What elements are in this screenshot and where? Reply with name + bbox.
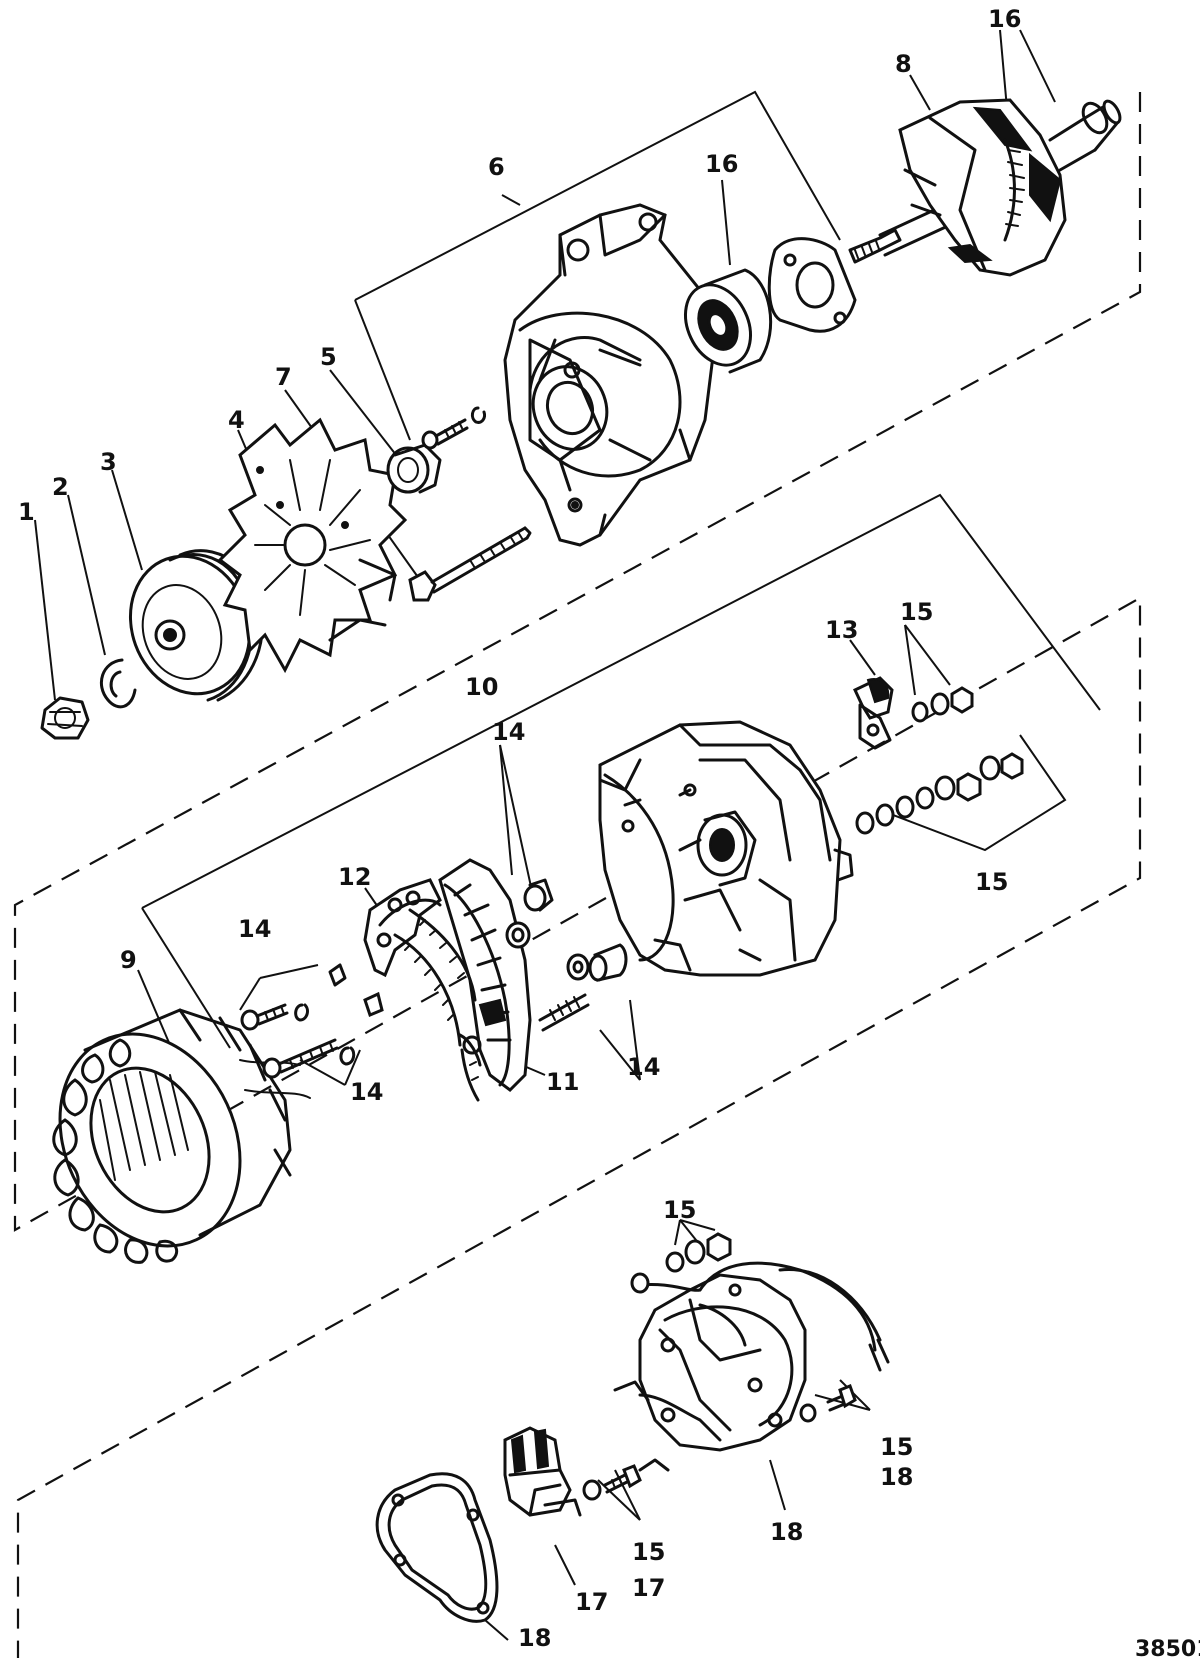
part-15-lower-hardware <box>582 1232 857 1501</box>
part-16-bearing <box>684 268 773 374</box>
part-6-drive-end-housing <box>503 203 717 547</box>
callout-2: 2 <box>52 473 69 501</box>
callout-10: 10 <box>465 673 498 701</box>
part-2-snap-ring <box>99 658 137 709</box>
callout-14a: 14 <box>492 718 525 746</box>
callout-18a: 18 <box>518 1624 551 1652</box>
callout-17b: 17 <box>632 1574 665 1602</box>
callout-14d: 14 <box>627 1053 660 1081</box>
callout-14b: 14 <box>238 915 271 943</box>
part-10-slip-ring-end-frame <box>598 720 854 977</box>
part-4-fan <box>217 417 408 674</box>
callout-1: 1 <box>18 498 35 526</box>
callout-16b: 16 <box>705 150 738 178</box>
callout-8: 8 <box>895 50 912 78</box>
part-14-washers <box>240 686 1024 1079</box>
part-7-through-bolt <box>408 526 532 602</box>
part-17-brush-holder <box>503 1426 582 1517</box>
leader-lines <box>34 29 1101 1641</box>
callout-15b: 15 <box>975 868 1008 896</box>
callout-11: 11 <box>546 1068 579 1096</box>
callout-17a: 17 <box>575 1588 608 1616</box>
part-5-spacer <box>386 443 442 494</box>
callout-15e: 15 <box>632 1538 665 1566</box>
callout-5: 5 <box>320 343 337 371</box>
callout-18c: 18 <box>880 1463 913 1491</box>
part-6-screw <box>421 406 486 450</box>
callout-16a: 16 <box>988 5 1021 33</box>
callout-14c: 14 <box>350 1078 383 1106</box>
part-12-heat-sink <box>363 878 480 1102</box>
part-13-terminal <box>853 676 894 750</box>
callout-4: 4 <box>228 406 245 434</box>
callout-13: 13 <box>825 616 858 644</box>
part-18-gasket <box>375 1472 499 1623</box>
dashed-group-boundaries <box>13 92 1142 1658</box>
callout-15d: 15 <box>880 1433 913 1461</box>
reference-number: 38501 <box>1135 1637 1200 1658</box>
callout-9: 9 <box>120 946 137 974</box>
part-11-rectifier <box>438 858 532 1092</box>
callout-labels: 1 2 3 4 5 6 7 8 9 10 11 12 13 14 14 14 1… <box>18 5 1021 1652</box>
bearing-retainer-plate <box>767 237 857 333</box>
callout-6: 6 <box>488 153 505 181</box>
part-sre-cover <box>613 1261 890 1472</box>
callout-3: 3 <box>100 448 117 476</box>
part-1-nut <box>40 696 90 740</box>
callout-7: 7 <box>275 363 292 391</box>
part-8-rotor <box>848 98 1122 277</box>
part-9-stator <box>52 1008 311 1264</box>
callout-15a: 15 <box>900 598 933 626</box>
callout-15c: 15 <box>663 1196 696 1224</box>
callout-12: 12 <box>338 863 371 891</box>
callout-18b: 18 <box>770 1518 803 1546</box>
